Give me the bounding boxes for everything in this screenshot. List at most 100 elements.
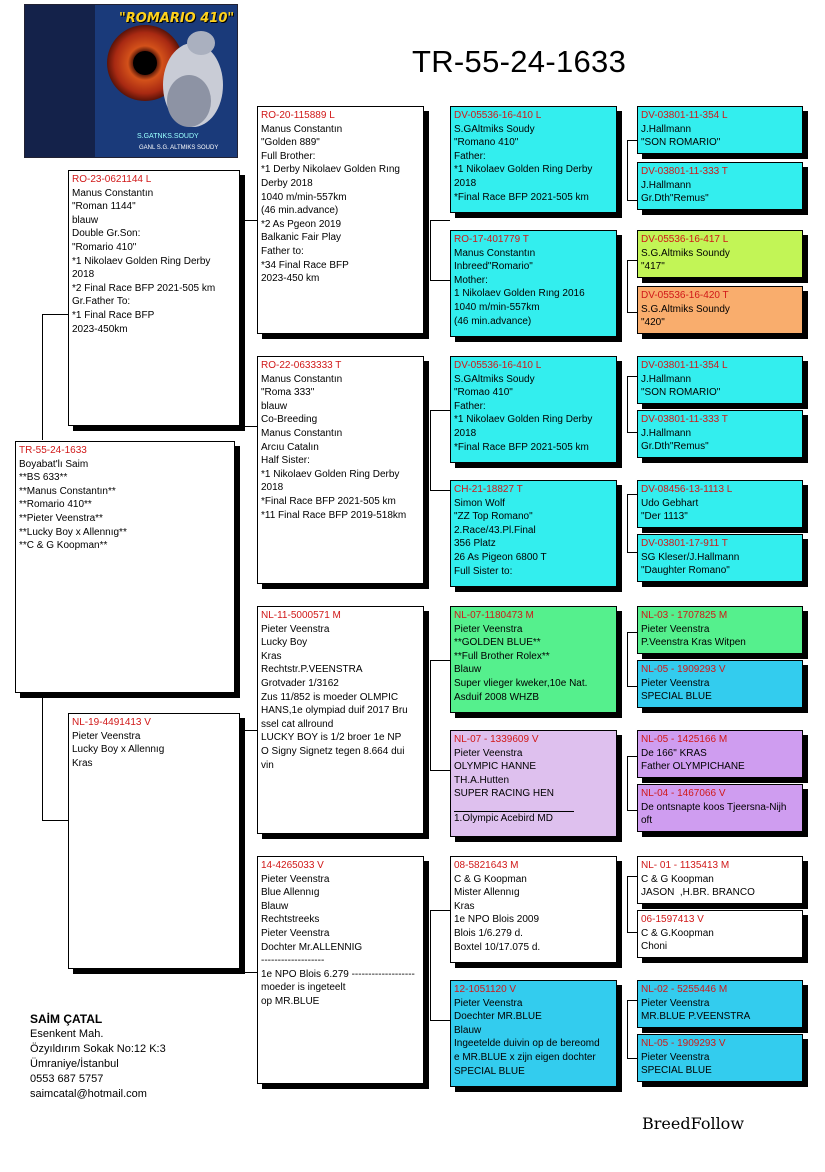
- pigeon-image: [95, 5, 237, 157]
- pigeon-detail-line: 2.Race/43.Pl.Final: [454, 524, 536, 536]
- pigeon-detail-line: e MR.BLUE x zijn eigen dochter: [454, 1051, 596, 1063]
- pigeon-detail-line: Full Brother:: [261, 150, 316, 162]
- pigeon-detail-line: Gr.Dth"Remus": [641, 441, 709, 453]
- pigeon-detail-line: SG Kleser/J.Hallmann: [641, 551, 740, 563]
- pigeon-detail-line: (46 min.advance): [454, 315, 532, 327]
- pigeon-detail-line: "417": [641, 261, 665, 273]
- pigeon-detail-line: Pieter Veenstra: [641, 1051, 710, 1063]
- pigeon-detail-line: Mister Allennıg: [454, 887, 520, 899]
- pigeon-detail-line: 1040 m/min-557km: [454, 301, 540, 313]
- pigeon-detail-line: Boyabat'lı Saim: [19, 458, 89, 470]
- ring-number: NL-07-1180473 M: [454, 610, 534, 621]
- pigeon-detail-line: Manus Constantın: [261, 373, 343, 385]
- ring-number: DV-03801-17-911 T: [641, 538, 728, 549]
- pigeon-detail-line: C & G Koopman: [454, 873, 527, 885]
- pigeon-detail-line: *2 Final Race BFP 2021-505 km: [72, 282, 216, 294]
- pigeon-detail-line: "Romano 410": [454, 137, 519, 149]
- pigeon-detail-line: LUCKY BOY is 1/2 broer 1e NP: [261, 732, 402, 744]
- pigeon-detail-line: "Daughter Romano": [641, 565, 730, 577]
- pigeon-detail-line: *1 Nikolaev Golden Ring Derby: [454, 414, 593, 426]
- pigeon-card-g8[interactable]: DV-03801-17-911 T SG Kleser/J.Hallmann "Da…: [637, 534, 803, 582]
- pigeon-detail-line: blauw: [261, 400, 288, 412]
- pigeon-detail-line: **Lucky Boy x Allennıg**: [19, 526, 127, 538]
- pigeon-detail-line: Lucky Boy: [261, 637, 308, 649]
- pigeon-detail-line: Pieter Veenstra: [641, 677, 710, 689]
- pigeon-detail-line: Choni: [641, 941, 668, 953]
- pigeon-detail-line: Manus Constantın: [261, 427, 343, 439]
- pedigree-photo: "ROMARIO 410" S.GATNKS.SOUDY GANL S.G. A…: [24, 4, 238, 158]
- pigeon-detail-line: SPECIAL BLUE: [641, 691, 712, 703]
- pigeon-detail-line: 1.Olympic Acebird MD: [454, 812, 553, 824]
- pigeon-detail-line: **BS 633**: [19, 472, 68, 484]
- pigeon-detail-line: OLYMPIC HANNE: [454, 761, 537, 773]
- pigeon-detail-line: Pieter Veenstra: [641, 997, 710, 1009]
- pigeon-detail-line: Blue Allennıg: [261, 887, 320, 899]
- pigeon-card-dss[interactable]: NL-07-1180473 M Pieter Veenstra **GOLDEN B…: [450, 606, 617, 713]
- pigeon-detail-line: **GOLDEN BLUE**: [454, 637, 541, 649]
- pigeon-detail-line: "SON ROMARIO": [641, 137, 721, 149]
- pigeon-detail-line: "ZZ Top Romano": [454, 511, 533, 523]
- owner-email[interactable]: saimcatal@hotmail.com: [30, 1088, 147, 1100]
- pigeon-detail-line: *1 Final Race BFP: [72, 309, 155, 321]
- pigeon-detail-line: 1 Nikolaev Golden Rıng 2016: [454, 288, 585, 300]
- pigeon-detail-line: Blauw: [454, 1024, 482, 1036]
- pigeon-detail-line: vin: [261, 759, 274, 771]
- owner-info: SAİM ÇATAL Esenkent Mah. Özyıldırım Soka…: [30, 1012, 166, 1102]
- pigeon-detail-line: *1 Nikolaev Golden Ring Derby: [261, 468, 400, 480]
- pigeon-detail-line: 2018: [454, 177, 477, 189]
- pigeon-detail-line: Blois 1/6.279 d.: [454, 927, 523, 939]
- pigeon-detail-line: Blauw: [261, 900, 289, 912]
- owner-phone: 0553 687 5757: [30, 1073, 104, 1085]
- pigeon-detail-line: **Manus Constantın**: [19, 485, 116, 497]
- pigeon-detail-line: oft: [641, 815, 653, 827]
- pigeon-detail-line: Manus Constantın: [261, 123, 343, 135]
- pigeon-detail-line: 1e NPO Blois 6.279 -------------------: [261, 968, 415, 980]
- pigeon-detail-line: S.G.Altmiks Soundy: [641, 247, 730, 259]
- ring-number: DV-05536-16-410 L: [454, 110, 542, 121]
- pigeon-detail-line: 2018: [454, 427, 477, 439]
- pigeon-detail-line: "Golden 889": [261, 137, 320, 149]
- pigeon-detail-line: Pieter Veenstra: [261, 927, 330, 939]
- pigeon-detail-line: S.G.Altmiks Soundy: [641, 303, 730, 315]
- pigeon-detail-line: "420": [641, 317, 665, 329]
- pigeon-detail-line: Rechtstr.P.VEENSTRA: [261, 664, 363, 676]
- ring-number: NL-05 - 1909293 V: [641, 664, 726, 675]
- pigeon-detail-line: Pieter Veenstra: [454, 623, 523, 635]
- pigeon-detail-line: "SON ROMARIO": [641, 387, 721, 399]
- pigeon-detail-line: *1 Derby Nikolaev Golden Rıng: [261, 164, 400, 176]
- pigeon-detail-line: Half Sister:: [261, 455, 310, 467]
- ring-number: NL-07 - 1339609 V: [454, 734, 539, 745]
- ring-number: DV-03801-11-333 T: [641, 414, 728, 425]
- pigeon-detail-line: *1 Nikolaev Golden Ring Derby: [454, 164, 593, 176]
- ring-number: 08-5821643 M: [454, 860, 519, 871]
